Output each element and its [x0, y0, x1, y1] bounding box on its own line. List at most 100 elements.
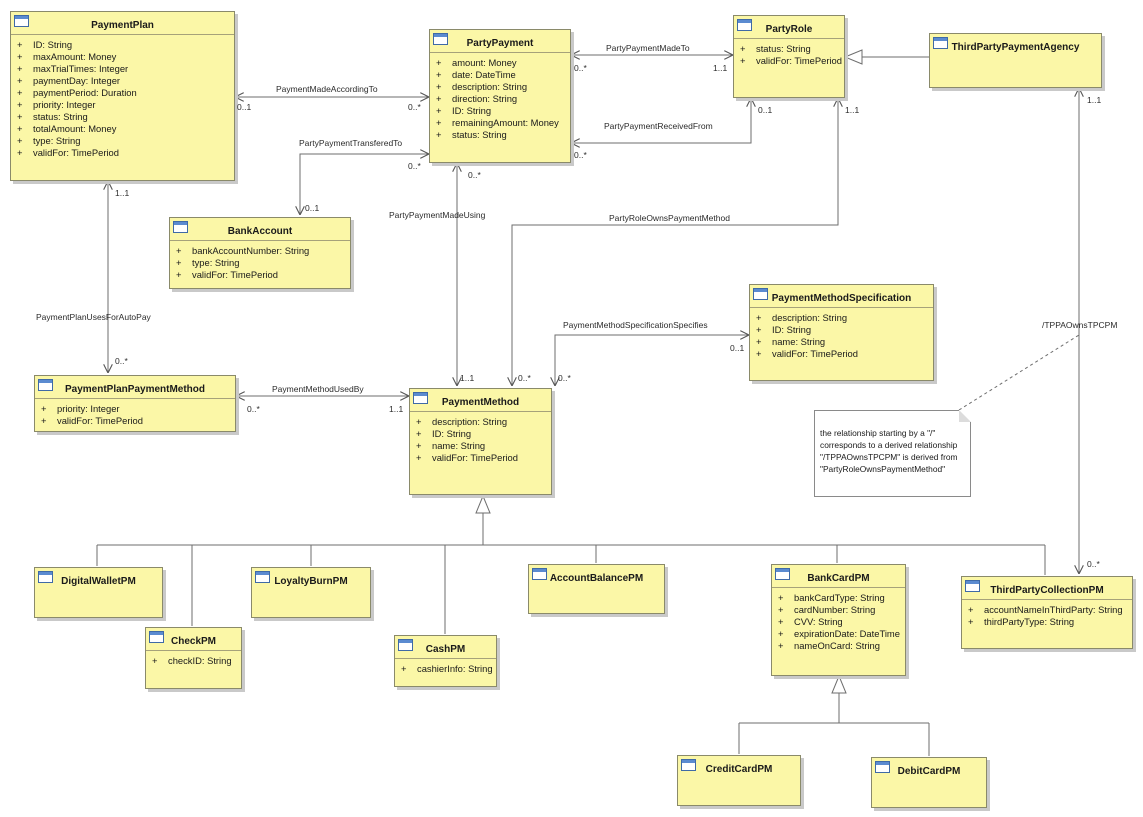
- visibility-marker: +: [436, 105, 442, 116]
- class-icon: [413, 392, 428, 404]
- visibility-marker: +: [756, 324, 762, 335]
- visibility-marker: +: [968, 604, 974, 615]
- class-debit-card-pm[interactable]: DebitCardPM: [871, 757, 987, 808]
- assoc-label: /TPPAOwnsTPCPM: [1042, 320, 1118, 330]
- multiplicity: 1..1: [845, 105, 860, 115]
- visibility-marker: +: [740, 43, 746, 54]
- attribute-text: paymentDay: Integer: [33, 75, 121, 86]
- class-party-role[interactable]: PartyRole+status: String+validFor: TimeP…: [733, 15, 845, 98]
- class-header: PartyPayment: [430, 30, 570, 53]
- class-account-balance-pm[interactable]: AccountBalancePM: [528, 564, 665, 614]
- class-cash-pm[interactable]: CashPM+cashierInfo: String: [394, 635, 497, 687]
- class-payment-method-specification[interactable]: PaymentMethodSpecification+description: …: [749, 284, 934, 381]
- multiplicity: 0..*: [574, 63, 587, 73]
- multiplicity: 0..*: [408, 102, 421, 112]
- class-header: PaymentPlanPaymentMethod: [35, 376, 235, 399]
- class-header: BankCardPM: [772, 565, 905, 588]
- attribute-text: bankCardType: String: [794, 592, 885, 603]
- class-header: PaymentPlan: [11, 12, 234, 35]
- class-bank-card-pm[interactable]: BankCardPM+bankCardType: String+cardNumb…: [771, 564, 906, 676]
- attribute: +validFor: TimePeriod: [176, 269, 350, 281]
- generalization-arrowhead: [831, 674, 847, 694]
- attribute: +bankCardType: String: [778, 592, 905, 604]
- attribute-text: thirdPartyType: String: [984, 616, 1075, 627]
- attribute-text: status: String: [33, 111, 88, 122]
- visibility-marker: +: [436, 129, 442, 140]
- class-header: CreditCardPM: [678, 756, 800, 778]
- assoc-label: PartyPaymentReceivedFrom: [604, 121, 713, 131]
- class-payment-plan-payment-method[interactable]: PaymentPlanPaymentMethod +priority: Integ…: [34, 375, 236, 432]
- note-fold-corner: [959, 410, 971, 422]
- class-check-pm[interactable]: CheckPM +checkID: String: [145, 627, 242, 689]
- generalization-arrowhead: [475, 494, 491, 514]
- class-loyalty-burn-pm[interactable]: LoyaltyBurnPM: [251, 567, 371, 618]
- multiplicity: 1..1: [115, 188, 130, 198]
- multiplicity: 0..*: [1087, 559, 1100, 569]
- class-payment-plan[interactable]: PaymentPlan +ID: String+maxAmount: Money+…: [10, 11, 235, 181]
- assoc-label: PaymentPlanUsesForAutoPay: [36, 312, 151, 322]
- attribute: +description: String: [756, 312, 933, 324]
- class-name: CashPM: [425, 644, 466, 655]
- class-bank-account[interactable]: BankAccount +bankAccountNumber: String+ty…: [169, 217, 351, 289]
- class-third-party-collection-pm[interactable]: ThirdPartyCollectionPM +accountNameInThir…: [961, 576, 1133, 649]
- class-third-party-payment-agency[interactable]: ThirdPartyPaymentAgency: [929, 33, 1102, 88]
- attribute-compartment: +accountNameInThirdParty: String+thirdPa…: [962, 600, 1132, 628]
- class-icon: [753, 288, 768, 300]
- attribute-compartment: +description: String+ID: String+name: St…: [410, 412, 551, 464]
- note-line: the relationship starting by a "/": [820, 428, 936, 438]
- attribute-compartment: +ID: String+maxAmount: Money+maxTrialTim…: [11, 35, 234, 159]
- visibility-marker: +: [436, 57, 442, 68]
- attribute-text: description: String: [432, 416, 508, 427]
- visibility-marker: +: [416, 440, 422, 451]
- visibility-marker: +: [17, 63, 23, 74]
- attribute-text: paymentPeriod: Duration: [33, 87, 137, 98]
- visibility-marker: +: [17, 51, 23, 62]
- attribute: +description: String: [436, 81, 570, 93]
- visibility-marker: +: [968, 616, 974, 627]
- class-name: PaymentMethodSpecification: [771, 293, 912, 304]
- attribute-compartment: +bankCardType: String+cardNumber: String…: [772, 588, 905, 652]
- attribute: +validFor: TimePeriod: [41, 415, 235, 427]
- multiplicity: 1..1: [713, 63, 728, 73]
- class-payment-method[interactable]: PaymentMethod+description: String+ID: St…: [409, 388, 552, 495]
- attribute-text: validFor: TimePeriod: [432, 452, 518, 463]
- class-name: CheckPM: [170, 636, 216, 647]
- attribute: + thirdPartyType: String: [968, 616, 1132, 628]
- visibility-marker: +: [401, 663, 407, 674]
- class-header: PartyRole: [734, 16, 844, 39]
- visibility-marker: +: [17, 147, 23, 158]
- class-credit-card-pm[interactable]: CreditCardPM: [677, 755, 801, 806]
- attribute: +validFor: TimePeriod: [416, 452, 551, 464]
- attribute-text: expirationDate: DateTime: [794, 628, 900, 639]
- class-name: PaymentPlan: [91, 20, 154, 31]
- class-icon: [532, 568, 547, 580]
- visibility-marker: +: [17, 87, 23, 98]
- generalization-bank-card-tree: [738, 693, 930, 756]
- class-name: ThirdPartyCollectionPM: [990, 585, 1104, 596]
- visibility-marker: +: [436, 117, 442, 128]
- attribute-text: description: String: [772, 312, 848, 323]
- multiplicity: 0..*: [247, 404, 260, 414]
- class-header: ThirdPartyCollectionPM: [962, 577, 1132, 600]
- class-header: CheckPM: [146, 628, 241, 651]
- attribute-compartment: +bankAccountNumber: String+type: String+…: [170, 241, 350, 281]
- class-name: PaymentMethod: [441, 397, 520, 408]
- class-icon: [933, 37, 948, 49]
- visibility-marker: +: [778, 616, 784, 627]
- class-icon: [398, 639, 413, 651]
- class-digital-wallet-pm[interactable]: DigitalWalletPM: [34, 567, 163, 618]
- attribute: +status: String: [436, 129, 570, 141]
- attribute: +validFor: TimePeriod: [756, 348, 933, 360]
- class-name: BankAccount: [227, 226, 293, 237]
- attribute-compartment: +checkID: String: [146, 651, 241, 667]
- attribute-text: priority: Integer: [33, 99, 96, 110]
- multiplicity: 0..*: [468, 170, 481, 180]
- attribute-text: CVV: String: [794, 616, 843, 627]
- assoc-label: PaymentMethodUsedBy: [272, 384, 364, 394]
- attribute: +priority: Integer: [41, 403, 235, 415]
- visibility-marker: +: [17, 75, 23, 86]
- class-party-payment[interactable]: PartyPayment+amount: Money+date: DateTim…: [429, 29, 571, 163]
- class-name: LoyaltyBurnPM: [274, 576, 348, 587]
- class-header: DebitCardPM: [872, 758, 986, 780]
- multiplicity: 0..*: [574, 150, 587, 160]
